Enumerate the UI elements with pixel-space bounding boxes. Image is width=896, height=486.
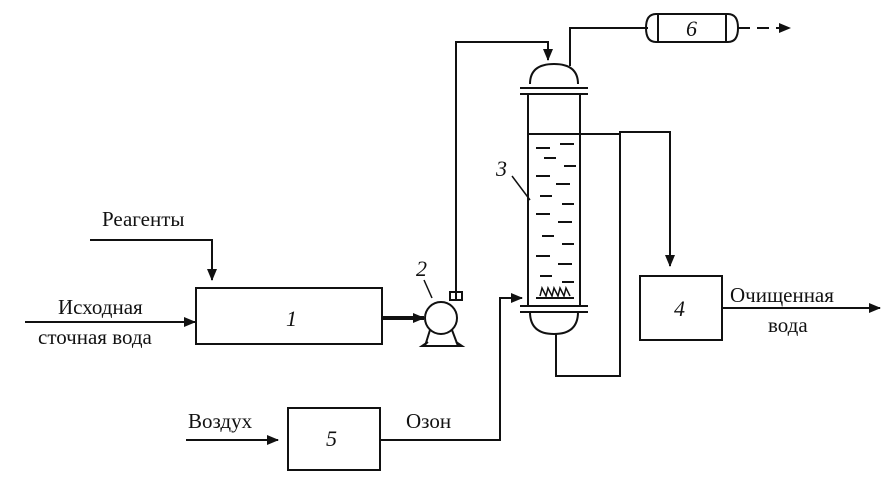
reagents-line: [90, 239, 217, 281]
column-to-vent-line: [569, 27, 648, 66]
number-5: 5: [326, 426, 337, 451]
pump-2: [418, 291, 466, 347]
air-label: Воздух: [188, 409, 253, 433]
leader-2: [423, 279, 433, 299]
reagents-label: Реагенты: [102, 207, 184, 231]
source-water-label-line2: сточная вода: [38, 325, 153, 349]
column-3: [520, 62, 588, 336]
number-4: 4: [674, 296, 685, 321]
pump-to-column-line: [455, 41, 553, 300]
vessel-6: [644, 13, 740, 43]
number-1: 1: [286, 306, 297, 331]
sparger: [536, 285, 574, 299]
purified-water-label-line1: Очищенная: [730, 283, 834, 307]
number-2: 2: [416, 256, 427, 281]
ozone-label: Озон: [406, 409, 451, 433]
leader-3: [511, 175, 531, 201]
number-3: 3: [495, 156, 507, 181]
liquid-level-marks: [536, 143, 576, 283]
source-water-label-line1: Исходная: [58, 295, 143, 319]
purified-water-label-line2: вода: [768, 313, 808, 337]
column-drain-line: [555, 132, 621, 377]
number-6: 6: [686, 16, 697, 41]
ozone-line: [380, 293, 523, 441]
column-to-box4-line: [580, 131, 675, 267]
